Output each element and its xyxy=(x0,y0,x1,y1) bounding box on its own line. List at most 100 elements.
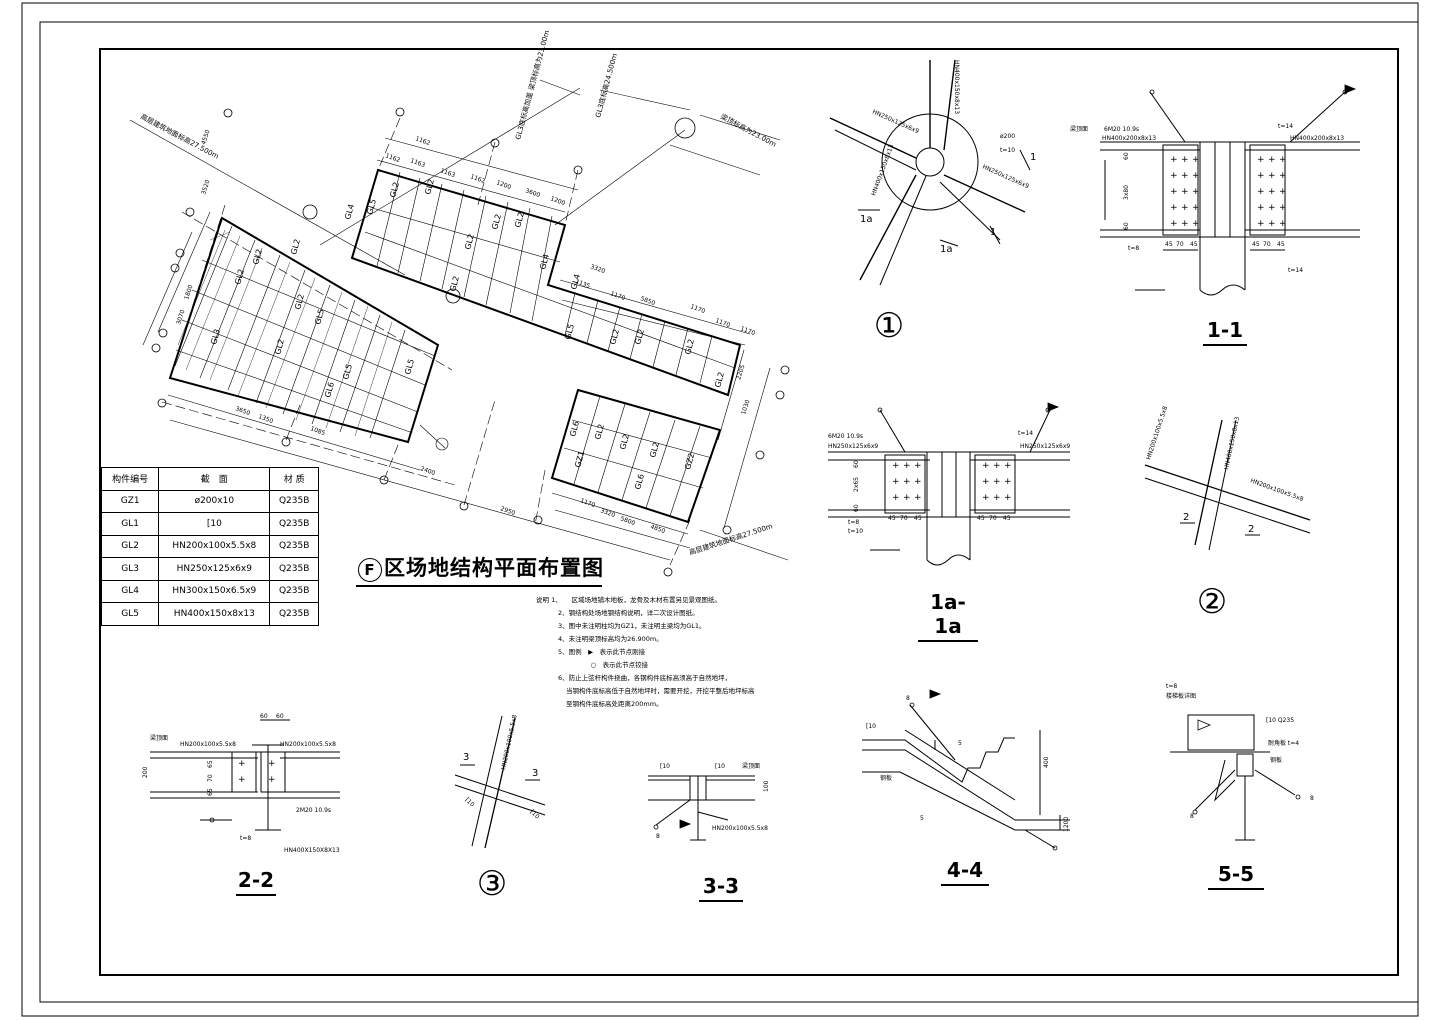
dimension-label: 4850 xyxy=(649,523,666,535)
dimension-lines xyxy=(129,79,789,561)
d3-text-0: HN200x100x5.5x8 xyxy=(500,714,519,770)
bolt-mark: + xyxy=(1170,171,1178,181)
dimension-label: 1162 xyxy=(414,135,431,147)
d55-text-0: t=8 xyxy=(1166,683,1177,690)
member-label: GL6 xyxy=(568,420,581,438)
bolt-mark: + xyxy=(1181,203,1189,213)
detail-3-3 xyxy=(648,775,755,841)
detail-4-4-label: 4-4 xyxy=(941,858,989,886)
dimension-label: 3320 xyxy=(599,507,616,519)
member-label: GL2 xyxy=(251,248,264,266)
member-label: GL4 xyxy=(538,253,551,271)
bolt-mark: + xyxy=(1257,187,1265,197)
bolt-mark: + xyxy=(903,477,911,487)
member-label: GZ2 xyxy=(683,452,696,471)
bolt-mark: + xyxy=(892,461,900,471)
dimension-label: 4550 xyxy=(200,129,211,146)
d11-text-2: HN400x200x8x13 xyxy=(1102,135,1156,142)
d1-mark-1: 1a xyxy=(940,244,953,255)
dimension-label: 1163 xyxy=(439,167,456,179)
gl3-note-3: 梁顶标高为23.00m xyxy=(719,112,778,149)
d1-mark-3: 1 xyxy=(990,227,996,238)
bolt-mark: + xyxy=(238,759,246,769)
d11-text-12: 45 xyxy=(1252,241,1260,248)
d55-text-2: [10 Q235 xyxy=(1266,717,1294,724)
d3-mark-0: 3 xyxy=(463,752,469,763)
d44-text-2: 5 xyxy=(958,740,962,747)
d1a-text-5: 2x65 xyxy=(853,477,860,492)
table-cell: HN300x150x6.5x9 xyxy=(158,579,271,603)
dimension-label: 1030 xyxy=(740,399,751,416)
table-row: GL3 HN250x125x6x9 Q235B xyxy=(100,557,319,581)
d33-text-2: 梁顶面 xyxy=(742,762,760,770)
dimension-label: 1170 xyxy=(609,290,626,302)
member-label: GL2 xyxy=(423,178,436,196)
d1a-text-8: t=10 xyxy=(848,528,863,535)
member-label: GL2 xyxy=(593,423,606,441)
dimension-label: 1163 xyxy=(409,157,426,169)
bolt-mark: + xyxy=(1257,155,1265,165)
table-cell: GL3 xyxy=(100,557,160,581)
d2-text-2: HN200x100x5.5x8 xyxy=(1249,477,1304,503)
plan-title-text: 区场地结构平面布置图 xyxy=(384,556,604,580)
note-line: 4、未注明梁顶标高均为26.900m。 xyxy=(558,635,663,643)
d44-text-3: 5 xyxy=(920,815,924,822)
member-label: GL2 xyxy=(608,328,621,346)
d1-mark-0: 1a xyxy=(860,214,873,225)
weld-symbols xyxy=(209,84,1357,851)
d2-mark-1: 2 xyxy=(1248,524,1254,535)
detail-2-2-label: 2-2 xyxy=(236,868,276,896)
member-table: 构件编号 截 面 材 质 GZ1 ø200x10 Q235B GL1 [10 Q… xyxy=(100,467,319,626)
member-label: GL3 xyxy=(209,328,222,346)
dimension-label: 1170 xyxy=(714,317,731,329)
d33-text-5: HN200x100x5.5x8 xyxy=(712,825,768,832)
d1-mark-2: 1 xyxy=(1030,152,1036,163)
member-label: GL6 xyxy=(633,473,646,491)
d11-text-10: 70 xyxy=(1176,241,1184,248)
bolt-mark: + xyxy=(982,461,990,471)
member-label: GL2 xyxy=(490,213,503,231)
note-line: 至钢构件底标高处距离200mm。 xyxy=(566,700,663,708)
d55-text-5: 8 xyxy=(1190,813,1194,820)
d1a-text-4: 60 xyxy=(853,460,860,468)
d11-text-1: 梁顶面 xyxy=(1070,125,1088,133)
d1-text-1: HN400x150x8x13 xyxy=(953,60,960,114)
bolt-mark: + xyxy=(892,477,900,487)
detail-2 xyxy=(1144,419,1311,551)
dimension-label: 2950 xyxy=(499,505,516,517)
notes-block: 说明 1、 区域场地铺木地板，龙骨及木材布置另见景观图纸。 2、钢结构处场地钢结… xyxy=(536,594,836,711)
axis-bubbles xyxy=(151,107,790,577)
bolt-mark: + xyxy=(1279,219,1287,229)
d22-text-10: t=8 xyxy=(240,835,251,842)
d1a-text-14: 45 xyxy=(1003,515,1011,522)
bolt-mark: + xyxy=(1257,203,1265,213)
bolt-mark: + xyxy=(1170,219,1178,229)
member-label: GL2 xyxy=(289,238,302,256)
bolt-mark: + xyxy=(1170,155,1178,165)
d44-text-6: 钢板 xyxy=(880,774,892,782)
detail-5-5-label: 5-5 xyxy=(1208,862,1264,890)
bolt-mark: + xyxy=(1181,155,1189,165)
plan-title-mark: F xyxy=(358,558,382,582)
d1a-text-12: 45 xyxy=(977,515,985,522)
d3-mark-1: 3 xyxy=(532,768,538,779)
level-right-label: 高层建筑地面标高27.500m xyxy=(688,521,774,557)
d55-text-4: 钢板 xyxy=(1270,756,1282,764)
dimension-label: 1170 xyxy=(739,325,756,337)
plan-right-block xyxy=(550,388,722,524)
bolt-mark: + xyxy=(993,493,1001,503)
bolt-mark: + xyxy=(1257,171,1265,181)
gl3-note-2: GL3底标高24.500m xyxy=(593,52,619,118)
d1-text-2: ø200 xyxy=(1000,133,1015,140)
d1-text-0: HN250x125x6x9 xyxy=(871,108,920,135)
plan-left-block xyxy=(168,216,440,444)
bolt-mark: + xyxy=(1279,187,1287,197)
table-cell: [10 xyxy=(158,512,271,536)
bolt-mark: + xyxy=(268,775,276,785)
bolt-mark: + xyxy=(1279,171,1287,181)
bolt-mark: + xyxy=(1268,155,1276,165)
d11-text-3: HN400x200x8x13 xyxy=(1290,135,1344,142)
dimension-label: 1200 xyxy=(549,195,566,207)
table-header: 截 面 xyxy=(158,467,271,491)
